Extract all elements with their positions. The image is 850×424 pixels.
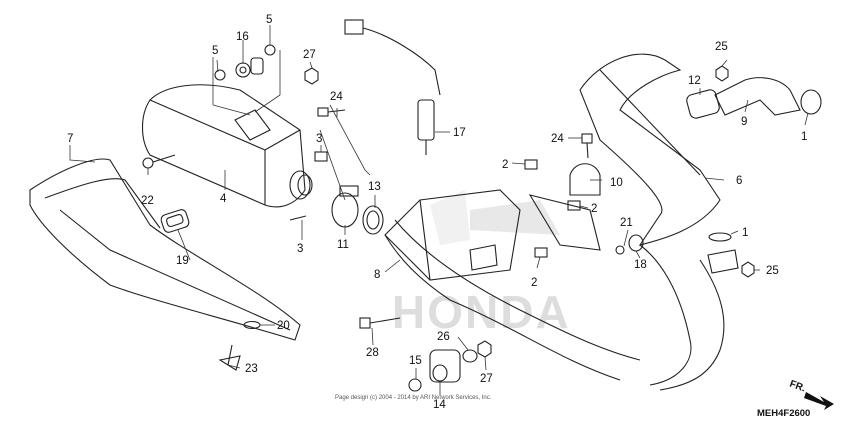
- part-label-11: 11: [337, 239, 349, 251]
- part-label-4: 4: [220, 193, 227, 205]
- bracket-nut: [567, 200, 581, 211]
- gasket-seal: [362, 205, 384, 235]
- exhaust-chamber: [384, 189, 641, 381]
- part-label-16: 16: [236, 31, 249, 43]
- exhaust-pipe: [579, 53, 725, 391]
- part-label-26: 26: [437, 331, 450, 343]
- flange-nut: [741, 261, 755, 278]
- part-label-14: 14: [433, 399, 446, 411]
- part-label-3: 3: [297, 243, 303, 255]
- front-joint-pipe: [686, 77, 801, 119]
- long-bolt: [359, 317, 401, 329]
- flange-nut: [304, 67, 319, 85]
- part-label-27: 27: [480, 373, 493, 385]
- part-label-28: 28: [366, 347, 379, 359]
- studs: [289, 151, 328, 221]
- part-label-1: 1: [801, 131, 807, 143]
- part-label-21: 21: [620, 217, 633, 229]
- bracket-nut: [524, 159, 538, 170]
- flange-nut: [715, 65, 729, 82]
- part-label-22: 22: [141, 195, 154, 207]
- bolt-and-grommet: [615, 234, 644, 255]
- bolt: [142, 154, 176, 169]
- part-label-10: 10: [610, 177, 623, 189]
- diagram-code: MEH4F2600: [757, 408, 811, 419]
- pipe-clamp: [528, 163, 601, 251]
- part-label-3: 3: [316, 133, 322, 145]
- part-label-5: 5: [266, 14, 272, 26]
- copyright-notice: Page design (c) 2004 - 2014 by ARI Netwo…: [335, 395, 492, 401]
- part-label-20: 20: [277, 320, 290, 332]
- part-label-13: 13: [368, 181, 381, 193]
- part-label-6: 6: [736, 175, 742, 187]
- part-label-7: 7: [67, 133, 73, 145]
- part-label-18: 18: [634, 259, 647, 271]
- part-label-15: 15: [409, 355, 422, 367]
- part-label-12: 12: [688, 75, 701, 87]
- part-label-5: 5: [212, 45, 218, 57]
- part-label-8: 8: [374, 269, 380, 281]
- leader-lines: [69, 25, 809, 395]
- part-label-24: 24: [330, 91, 343, 103]
- part-label-25: 25: [715, 41, 728, 53]
- part-label-23: 23: [245, 363, 258, 375]
- part-label-1: 1: [742, 227, 748, 239]
- part-label-27: 27: [303, 49, 316, 61]
- part-label-25: 25: [766, 265, 779, 277]
- part-label-24: 24: [551, 133, 564, 145]
- screw: [218, 344, 241, 371]
- part-label-17: 17: [453, 127, 466, 139]
- bolt: [317, 107, 346, 117]
- part-label-2: 2: [531, 277, 537, 289]
- honda-watermark: HONDA: [392, 286, 571, 338]
- lower-mount: [408, 349, 478, 392]
- exhaust-gasket: [800, 89, 822, 115]
- clamp: [331, 185, 359, 228]
- muffler-heat-shield: [29, 158, 301, 341]
- flange-nut: [477, 340, 492, 358]
- part-label-2: 2: [502, 159, 508, 171]
- mount-bolts: [214, 44, 276, 81]
- bracket-nut: [534, 247, 548, 258]
- part-label-9: 9: [741, 116, 747, 128]
- grommet: [160, 209, 190, 233]
- part-label-19: 19: [176, 255, 189, 267]
- direction-label: FR.: [788, 379, 807, 395]
- bolt: [581, 133, 593, 159]
- pipe-flange: [707, 249, 739, 274]
- oxygen-sensor: [344, 19, 441, 155]
- part-label-2: 2: [591, 203, 597, 215]
- muffler: [141, 84, 313, 208]
- exhaust-gasket: [708, 232, 732, 242]
- honda-wing-logo: [430, 190, 560, 245]
- front-direction-arrow-icon: [804, 392, 834, 410]
